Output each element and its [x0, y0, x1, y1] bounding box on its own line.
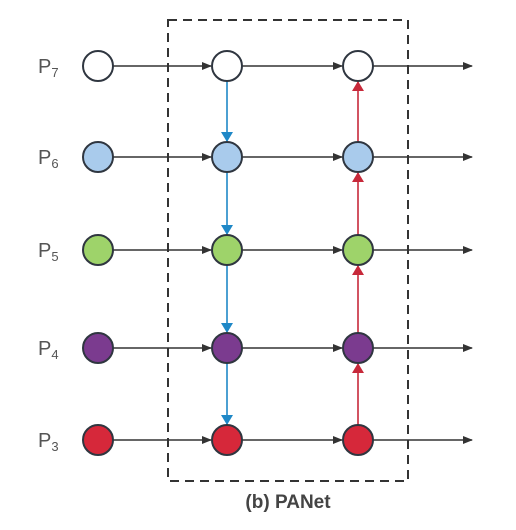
- diagram-caption: (b) PANet: [245, 492, 331, 513]
- node-p3-bottomup: [342, 424, 374, 456]
- node-p6-bottomup: [342, 141, 374, 173]
- level-label-subscript: 4: [51, 347, 58, 362]
- node-p3-topdown: [211, 424, 243, 456]
- level-label-p6: P6: [38, 147, 59, 171]
- feature-nodes: [82, 50, 374, 456]
- level-label-p7: P7: [38, 56, 59, 80]
- node-p5-topdown: [211, 234, 243, 266]
- level-label-subscript: 3: [51, 439, 58, 454]
- node-p6-topdown: [211, 141, 243, 173]
- level-label-p5: P5: [38, 240, 59, 264]
- node-p5-input: [82, 234, 114, 266]
- node-p5-bottomup: [342, 234, 374, 266]
- node-p7-topdown: [211, 50, 243, 82]
- lateral-arrows: [113, 62, 473, 444]
- node-p4-input: [82, 332, 114, 364]
- node-p3-input: [82, 424, 114, 456]
- level-label-prefix: P: [38, 338, 51, 360]
- level-label-subscript: 7: [51, 65, 58, 80]
- level-label-prefix: P: [38, 56, 51, 78]
- level-label-prefix: P: [38, 430, 51, 452]
- node-p7-bottomup: [342, 50, 374, 82]
- level-label-prefix: P: [38, 147, 51, 169]
- node-p6-input: [82, 141, 114, 173]
- node-p4-topdown: [211, 332, 243, 364]
- node-p7-input: [82, 50, 114, 82]
- level-label-subscript: 6: [51, 156, 58, 171]
- level-label-p3: P3: [38, 430, 59, 454]
- node-p4-bottomup: [342, 332, 374, 364]
- level-label-subscript: 5: [51, 249, 58, 264]
- level-label-prefix: P: [38, 240, 51, 262]
- level-label-p4: P4: [38, 338, 59, 362]
